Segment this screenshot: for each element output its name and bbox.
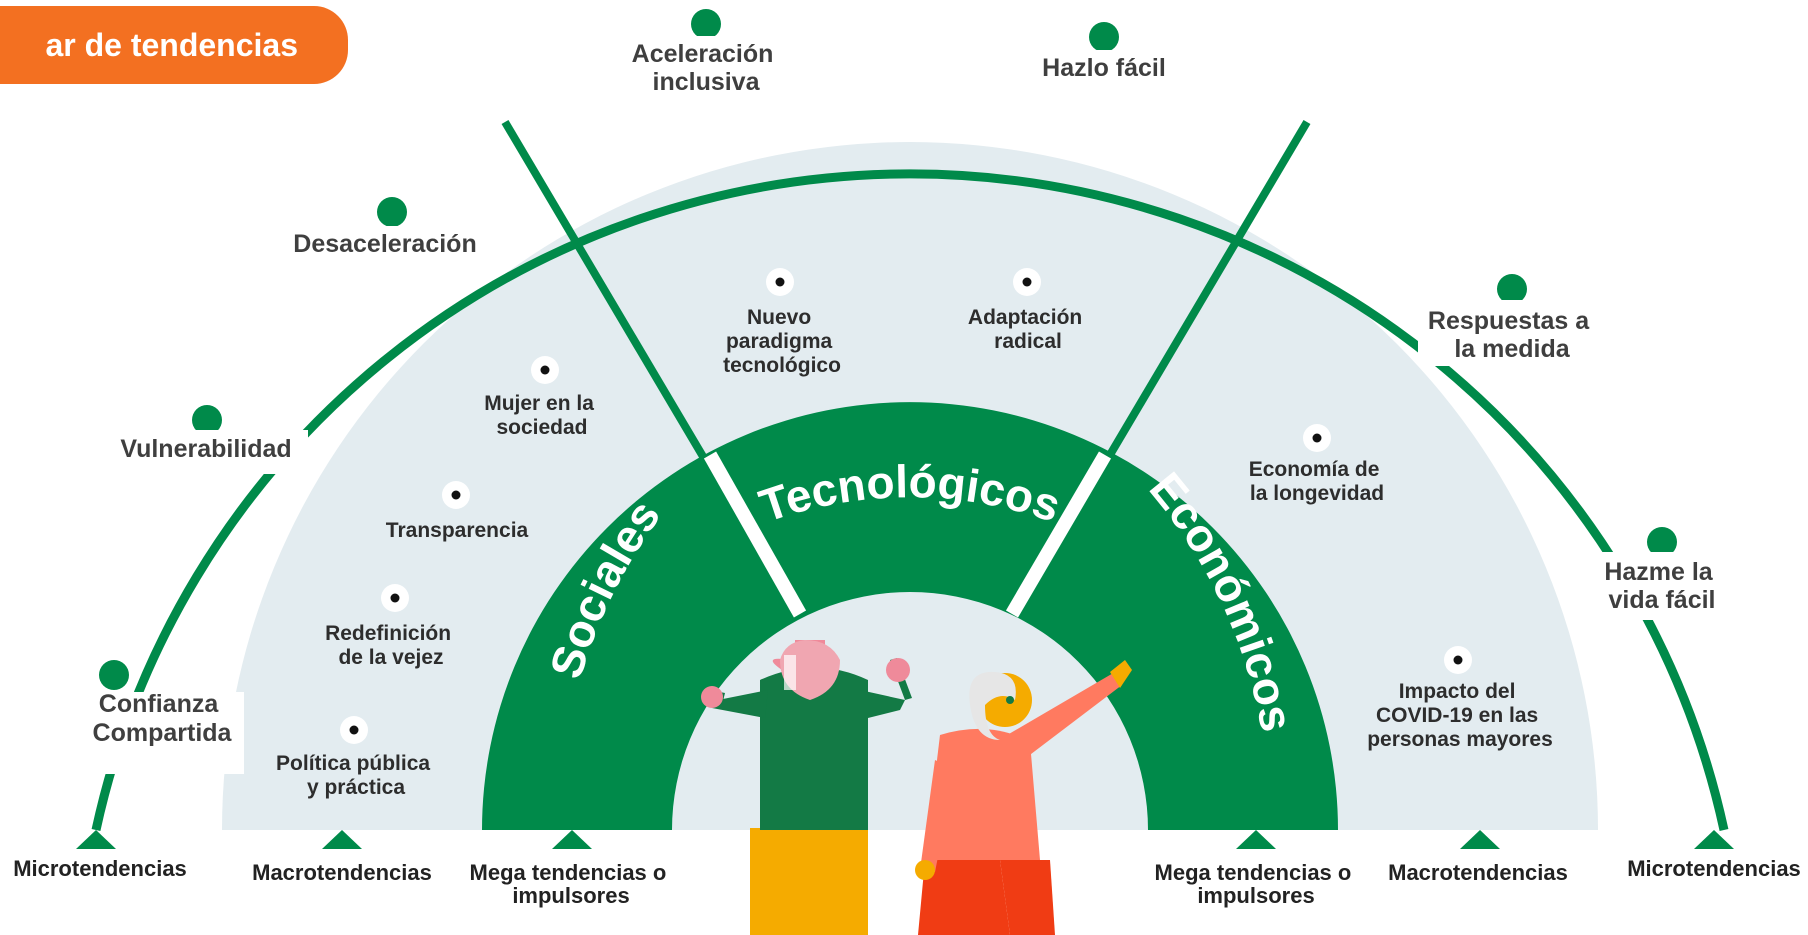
micro-arc	[91, 169, 1729, 831]
target-icon	[442, 481, 470, 509]
macro-label: Redefinición de la vejez	[325, 622, 457, 669]
target-icon	[381, 584, 409, 612]
triangle-icon	[552, 830, 592, 849]
level-label: Microtendencias	[13, 856, 187, 881]
target-icon	[766, 268, 794, 296]
level-label: Microtendencias	[1627, 856, 1801, 881]
target-icon	[531, 356, 559, 384]
triangle-icon	[322, 830, 362, 849]
triangle-icon	[1694, 830, 1734, 849]
triangle-icon	[76, 830, 116, 849]
macro-label: Transparencia	[386, 519, 529, 542]
micro-label: Respuestas a la medida	[1428, 307, 1596, 363]
micro-label: Hazlo fácil	[1042, 54, 1166, 82]
micro-label: Desaceleración	[293, 230, 476, 258]
macro-label: Economía de la longevidad	[1249, 458, 1386, 505]
level-markers	[76, 830, 1734, 849]
macro-label: Impacto del COVID-19 en las personas may…	[1367, 680, 1553, 751]
micro-dot	[377, 197, 407, 227]
section-title-tab: ar de tendencias	[0, 6, 348, 84]
mega-ring	[482, 402, 1338, 830]
level-label: Macrotendencias	[252, 860, 432, 885]
level-label: Macrotendencias	[1388, 860, 1568, 885]
micro-dot	[691, 9, 721, 39]
macro-label: Mujer en la sociedad	[484, 392, 600, 439]
separator-lines	[501, 119, 1311, 618]
micro-label: Confianza Compartida	[93, 690, 233, 747]
man-illustration	[701, 640, 912, 935]
triangle-icon	[1236, 830, 1276, 849]
micro-label: Aceleración inclusiva	[632, 40, 781, 96]
micro-dot	[1089, 22, 1119, 52]
section-title: ar de tendencias	[45, 27, 298, 63]
macro-markers	[340, 268, 1472, 744]
level-label: Mega tendencias o impulsores	[470, 860, 673, 908]
triangle-icon	[1460, 830, 1500, 849]
target-icon	[1303, 424, 1331, 452]
label-backgrounds	[84, 36, 1732, 774]
micro-dot	[192, 405, 222, 435]
micro-dot	[1647, 527, 1677, 557]
target-icon	[340, 716, 368, 744]
target-icon	[1444, 646, 1472, 674]
macro-label: Adaptación radical	[968, 306, 1088, 353]
macro-label: Política pública y práctica	[276, 752, 436, 799]
target-icon	[1013, 268, 1041, 296]
micro-label: Vulnerabilidad	[120, 435, 291, 463]
woman-illustration	[915, 660, 1132, 935]
micro-dot	[99, 660, 129, 690]
micro-dot	[1497, 274, 1527, 304]
micro-dots	[99, 9, 1677, 690]
micro-label: Hazme la vida fácil	[1604, 558, 1719, 614]
macro-label: Nuevo paradigma tecnológico	[723, 306, 841, 377]
level-label: Mega tendencias o impulsores	[1155, 860, 1358, 908]
